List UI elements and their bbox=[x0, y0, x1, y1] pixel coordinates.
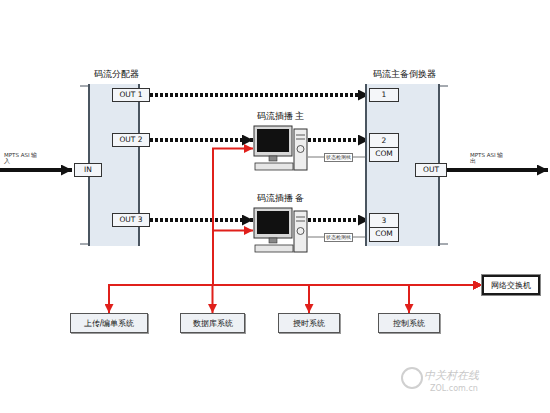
tower-dial bbox=[297, 228, 304, 235]
stream-arrow bbox=[150, 93, 369, 97]
system-box: 上传/编单系统 bbox=[70, 313, 148, 333]
monitor-stand bbox=[269, 238, 277, 243]
text-label: 中关村在线 bbox=[424, 368, 504, 383]
node-text: IN bbox=[75, 164, 101, 176]
monitor-stand bbox=[269, 156, 277, 161]
node-heading: 码流插播 主 bbox=[218, 111, 343, 123]
node-text: OUT 1 bbox=[113, 89, 149, 101]
node-text: 网络交换机 bbox=[491, 280, 531, 291]
panel-stub bbox=[440, 244, 448, 245]
tower-slot bbox=[296, 139, 305, 140]
system-box: 授时系统 bbox=[278, 313, 340, 333]
port-box: OUT 2 bbox=[112, 133, 150, 147]
system-box: 控制系统 bbox=[378, 313, 440, 333]
monitor-frame bbox=[254, 208, 292, 238]
node-text: OUT 3 bbox=[113, 214, 149, 226]
node-heading: 码流插播 备 bbox=[218, 193, 343, 205]
node-text: 1 bbox=[370, 89, 398, 101]
stream-arrow bbox=[150, 138, 253, 142]
text-label: MPTS ASI 输入 bbox=[4, 152, 38, 164]
keyboard bbox=[255, 245, 293, 252]
edge-label: 状态检测线 bbox=[324, 153, 353, 162]
node-text: 2 bbox=[370, 135, 398, 147]
panel-stub bbox=[80, 244, 88, 245]
stream-arrow bbox=[150, 218, 253, 222]
monitor-screen bbox=[257, 211, 289, 234]
node-heading: 码流分配器 bbox=[55, 69, 177, 81]
computer-node: 码流插播 主 bbox=[253, 125, 308, 172]
node-text: COM bbox=[370, 227, 398, 240]
pc-tower bbox=[294, 129, 307, 170]
switcher-panel: 码流主备倒换器12COM3COMOUT bbox=[365, 84, 440, 246]
port-box: 1 bbox=[369, 88, 399, 102]
port-box: OUT 3 bbox=[112, 213, 150, 227]
watermark-logo bbox=[402, 368, 422, 388]
computer-node: 码流插播 备 bbox=[253, 207, 308, 254]
text-label: ZOL.com.cn bbox=[430, 384, 510, 393]
pc-tower bbox=[294, 211, 307, 252]
stream-arrow bbox=[308, 138, 369, 142]
computer-icon bbox=[253, 125, 308, 172]
panel-stub bbox=[80, 86, 88, 87]
network-line bbox=[409, 285, 482, 313]
text-label: MPTS ASI 输出 bbox=[470, 152, 504, 164]
port-box: OUT bbox=[415, 163, 447, 177]
network-line bbox=[309, 285, 482, 313]
network-line bbox=[109, 285, 482, 313]
node-heading: 码流主备倒换器 bbox=[332, 69, 477, 81]
tower-dial bbox=[297, 146, 304, 153]
system-box: 数据库系统 bbox=[180, 313, 245, 333]
computer-icon bbox=[253, 207, 308, 254]
input-arrow bbox=[0, 168, 72, 172]
port-box: 2COM bbox=[369, 133, 399, 162]
distributor-panel: 码流分配器INOUT 1OUT 2OUT 3 bbox=[88, 84, 140, 246]
node-text: 控制系统 bbox=[393, 318, 425, 329]
edge-label: 状态检测线 bbox=[324, 233, 353, 242]
network-line bbox=[213, 285, 483, 313]
node-text: OUT 2 bbox=[113, 134, 149, 146]
node-text: 数据库系统 bbox=[193, 318, 233, 329]
tower-slot bbox=[296, 217, 305, 218]
panel-stub bbox=[440, 86, 448, 87]
node-text: 授时系统 bbox=[293, 318, 325, 329]
tower-slot bbox=[296, 135, 305, 136]
node-text: 上传/编单系统 bbox=[84, 318, 135, 329]
port-box: 3COM bbox=[369, 213, 399, 242]
node-text: COM bbox=[370, 147, 398, 160]
node-text: 3 bbox=[370, 215, 398, 227]
tower-slot bbox=[296, 221, 305, 222]
monitor-screen bbox=[257, 129, 289, 152]
port-box: OUT 1 bbox=[112, 88, 150, 102]
keyboard bbox=[255, 163, 293, 170]
monitor-frame bbox=[254, 126, 292, 156]
stream-arrow bbox=[308, 218, 369, 222]
output-arrow bbox=[445, 168, 548, 172]
node-text: OUT bbox=[416, 164, 446, 176]
network-line bbox=[213, 149, 482, 286]
port-box: IN bbox=[74, 163, 102, 177]
network-line bbox=[213, 231, 482, 286]
switch-box: 网络交换机 bbox=[482, 275, 540, 295]
